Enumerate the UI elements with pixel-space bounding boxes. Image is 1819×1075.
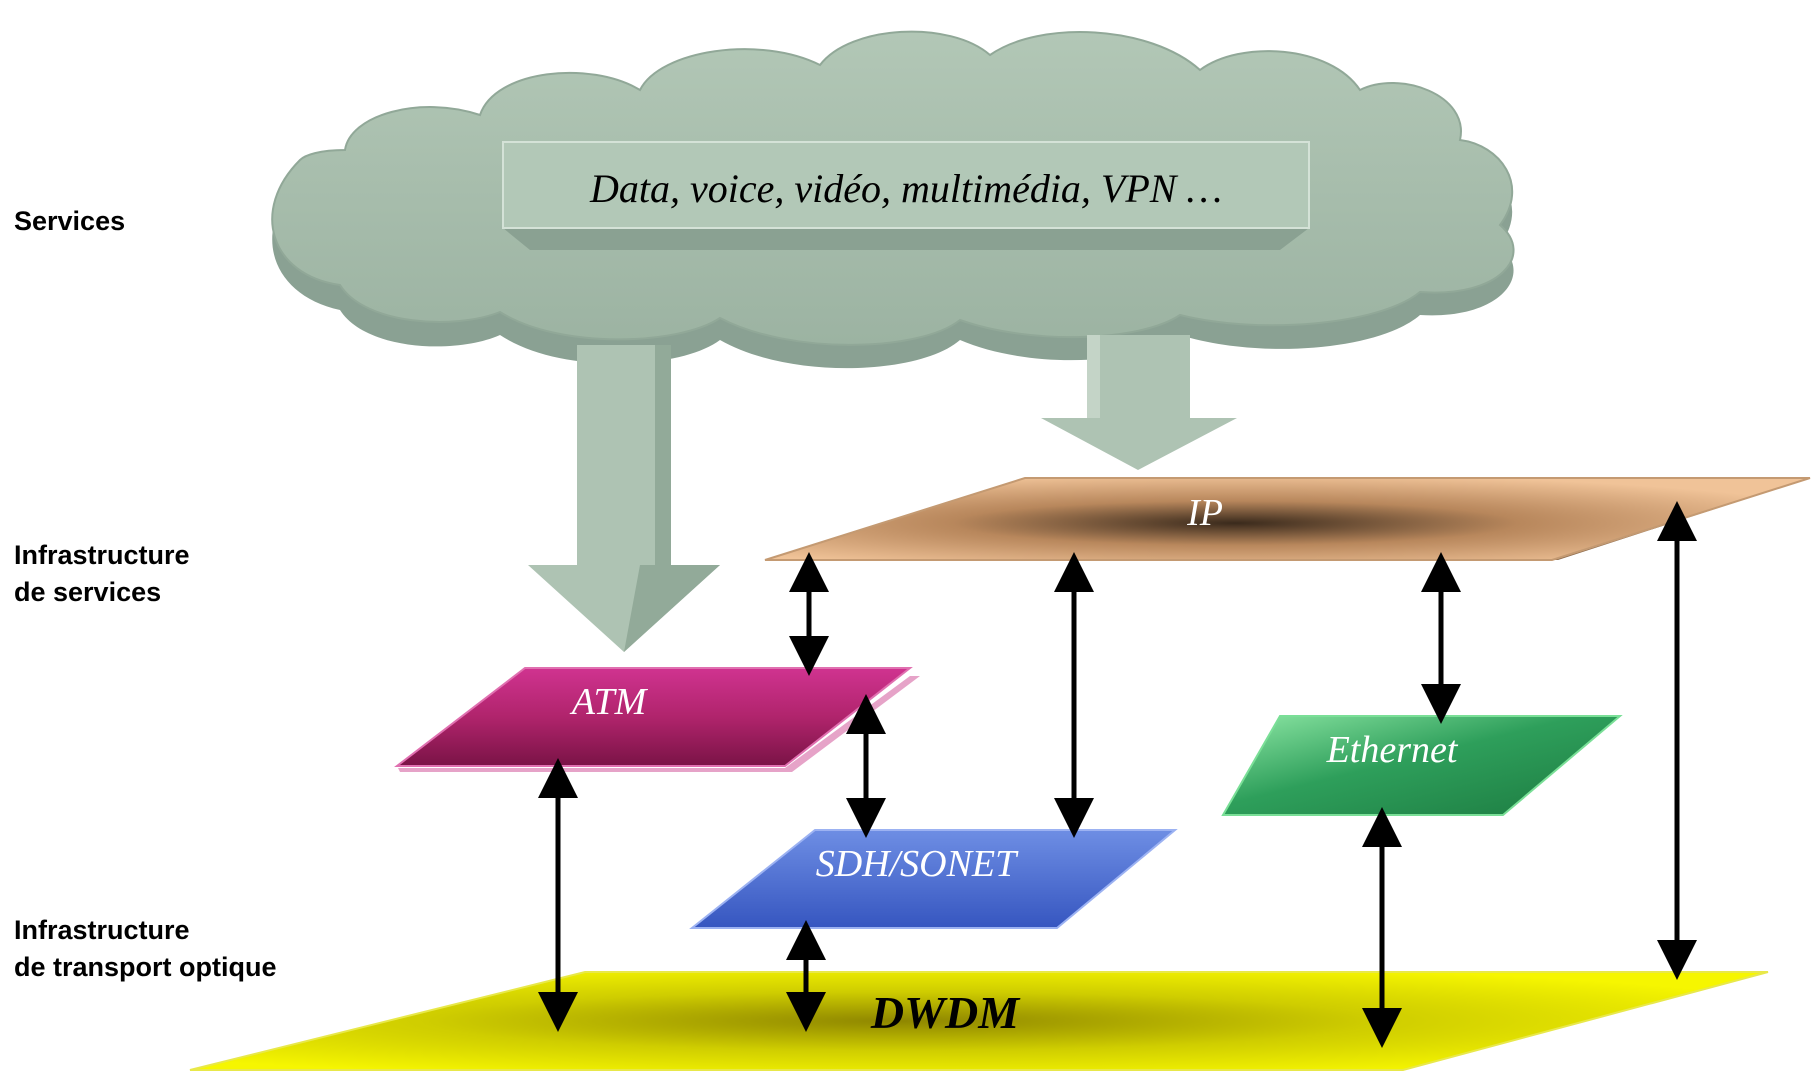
connection-arrows bbox=[538, 501, 1697, 1048]
label-infra-transport-line2: de transport optique bbox=[14, 952, 277, 982]
layer-ethernet-label: Ethernet bbox=[1326, 729, 1459, 771]
layer-sdh-label: SDH/SONET bbox=[816, 843, 1019, 885]
layer-atm-label: ATM bbox=[569, 681, 649, 723]
cloud-box-bottom-bevel bbox=[503, 228, 1309, 250]
big-arrow-to-atm-shade bbox=[624, 345, 720, 652]
cloud-services-box: Data, voice, vidéo, multimédia, VPN … bbox=[502, 141, 1310, 250]
layer-sdh: SDH/SONET bbox=[689, 829, 1178, 929]
big-arrow-to-atm-shape bbox=[528, 345, 720, 652]
layer-ip-label: IP bbox=[1186, 492, 1223, 534]
cloud-box-face bbox=[502, 141, 1310, 229]
layer-ethernet-plane bbox=[1221, 715, 1623, 816]
layer-atm-plane bbox=[394, 667, 913, 767]
layer-atm: ATM bbox=[394, 667, 920, 772]
big-arrow-to-ip bbox=[1041, 335, 1237, 470]
layer-ethernet: Ethernet bbox=[1221, 715, 1623, 816]
label-infra-services-line2: de services bbox=[14, 577, 162, 607]
layer-ip: IP bbox=[764, 477, 1811, 561]
big-arrow-to-ip-shade bbox=[1087, 335, 1100, 418]
layer-ip-plane bbox=[764, 477, 1811, 561]
cloud-services-text: Data, voice, vidéo, multimédia, VPN … bbox=[589, 166, 1222, 211]
layer-dwdm-label: DWDM bbox=[870, 987, 1021, 1038]
label-services: Services bbox=[14, 206, 126, 236]
layer-dwdm: DWDM bbox=[189, 971, 1769, 1071]
big-arrow-to-atm bbox=[528, 345, 720, 652]
label-infra-services-line1: Infrastructure bbox=[14, 540, 190, 570]
label-infra-transport-line1: Infrastructure bbox=[14, 915, 190, 945]
